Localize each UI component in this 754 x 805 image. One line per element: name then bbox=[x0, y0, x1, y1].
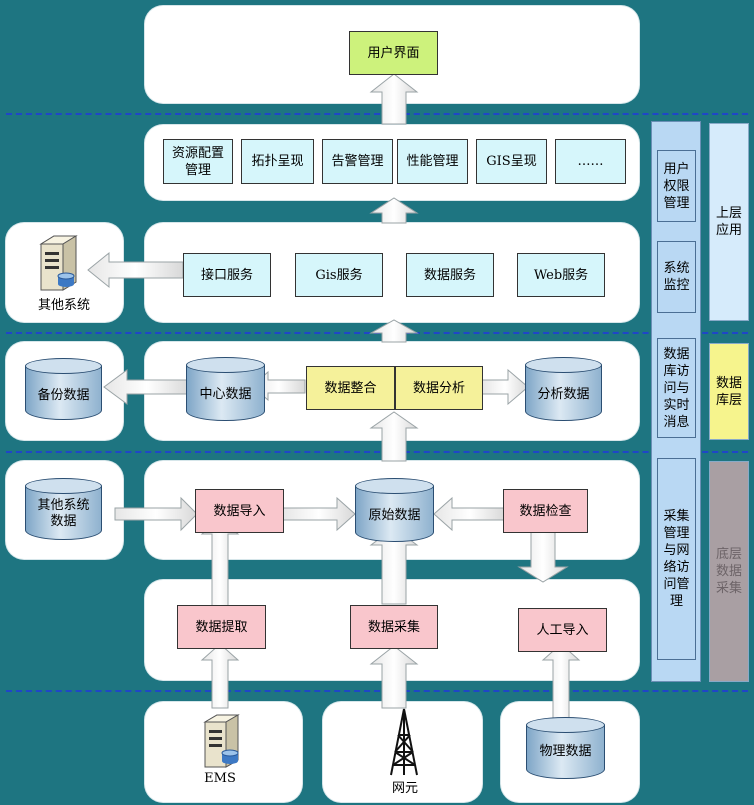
data-import-box: 数据导入 bbox=[195, 489, 284, 533]
app-more: …… bbox=[555, 139, 626, 184]
backup-data-label: 备份数据 bbox=[37, 388, 90, 403]
center-data-label: 中心数据 bbox=[199, 387, 252, 402]
data-check-box: 数据检查 bbox=[503, 489, 588, 533]
arrow-right-analysis bbox=[481, 368, 529, 406]
service-gis: Gis服务 bbox=[295, 253, 383, 297]
arrow-left-backup bbox=[103, 369, 191, 405]
arrow-up-ems bbox=[200, 643, 240, 709]
separator-3 bbox=[6, 451, 748, 453]
cylinder-analysis-data: 分析数据 bbox=[525, 357, 602, 429]
arrow-up-app bbox=[369, 197, 419, 224]
db-access-box: 数据库访问与实时消息 bbox=[657, 338, 696, 438]
service-data: 数据服务 bbox=[406, 253, 494, 297]
cylinder-physical-data: 物理数据 bbox=[526, 717, 605, 787]
arrow-up-ui bbox=[369, 73, 419, 125]
data-integration-box: 数据整合 bbox=[306, 366, 395, 410]
ems-label: EMS bbox=[204, 771, 236, 786]
arrow-left-other-system bbox=[87, 251, 184, 289]
cylinder-backup-data: 备份数据 bbox=[25, 358, 102, 428]
separator-1 bbox=[6, 113, 748, 115]
layer-upper-application: 上层应用 bbox=[709, 123, 749, 321]
antenna-tower-icon bbox=[390, 708, 418, 776]
app-gis: GIS呈现 bbox=[476, 139, 547, 184]
arrow-right-import bbox=[114, 496, 198, 532]
arrow-up-db bbox=[369, 411, 419, 462]
separator-4 bbox=[6, 690, 748, 692]
layer-database: 数据库层 bbox=[709, 343, 749, 440]
cylinder-center-data: 中心数据 bbox=[186, 357, 265, 429]
arrow-up-service bbox=[369, 319, 419, 343]
service-interface: 接口服务 bbox=[183, 253, 271, 297]
arrow-up-physical bbox=[541, 643, 581, 719]
system-monitor-box: 系统监控 bbox=[657, 241, 696, 313]
server-icon-other-system bbox=[39, 235, 78, 291]
arrow-down-check bbox=[517, 529, 569, 583]
analysis-data-label: 分析数据 bbox=[537, 387, 590, 402]
arrow-up-ne bbox=[369, 645, 419, 709]
physical-data-label: 物理数据 bbox=[539, 744, 592, 759]
data-extract-box: 数据提取 bbox=[177, 605, 266, 649]
data-analysis-box: 数据分析 bbox=[395, 366, 483, 410]
cylinder-raw-data: 原始数据 bbox=[355, 478, 434, 550]
service-web: Web服务 bbox=[517, 253, 605, 297]
app-topology: 拓扑呈现 bbox=[241, 139, 314, 184]
cylinder-other-system-data: 其他系统数据 bbox=[25, 478, 102, 548]
app-performance: 性能管理 bbox=[397, 139, 468, 184]
acquisition-management-box: 采集管理与网络访问管理 bbox=[657, 458, 696, 660]
arrow-left-check bbox=[433, 496, 506, 532]
data-collect-box: 数据采集 bbox=[350, 605, 438, 649]
ne-label: 网元 bbox=[391, 781, 418, 796]
user-permission-box: 用户权限管理 bbox=[657, 150, 696, 222]
other-system-label: 其他系统 bbox=[37, 298, 90, 313]
app-resource-config: 资源配置管理 bbox=[163, 139, 233, 184]
server-icon-ems bbox=[203, 714, 240, 768]
app-alarm: 告警管理 bbox=[322, 139, 393, 184]
arrow-right-raw bbox=[282, 496, 356, 532]
manual-import-box: 人工导入 bbox=[518, 608, 607, 652]
user-interface-box: 用户界面 bbox=[349, 31, 438, 75]
layer-bottom-acquisition: 底层数据采集 bbox=[709, 461, 749, 682]
other-system-data-label: 其他系统数据 bbox=[37, 498, 90, 529]
raw-data-label: 原始数据 bbox=[368, 508, 421, 523]
